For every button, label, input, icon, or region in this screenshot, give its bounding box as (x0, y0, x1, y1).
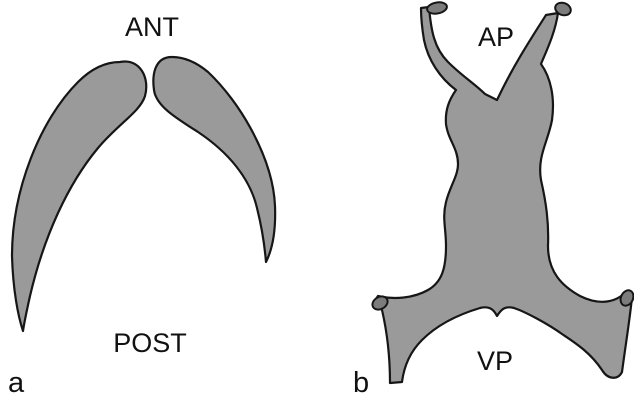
panel-a-posterior-label: POST (113, 328, 187, 358)
panel-b-heart-tube (374, 7, 632, 383)
panel-b: AP VP b (353, 1, 634, 398)
panel-a-letter: a (8, 367, 25, 398)
panel-b-venous-pole-label: VP (477, 346, 513, 376)
panel-a-right-crescent (153, 57, 275, 262)
panel-b-arterial-pole-label: AP (478, 22, 514, 52)
panel-b-letter: b (353, 367, 369, 398)
panel-a: ANT POST a (8, 12, 275, 398)
panel-a-left-crescent (12, 61, 146, 331)
panel-b-anterior-left-opening (426, 1, 448, 15)
panel-a-anterior-label: ANT (125, 12, 179, 42)
